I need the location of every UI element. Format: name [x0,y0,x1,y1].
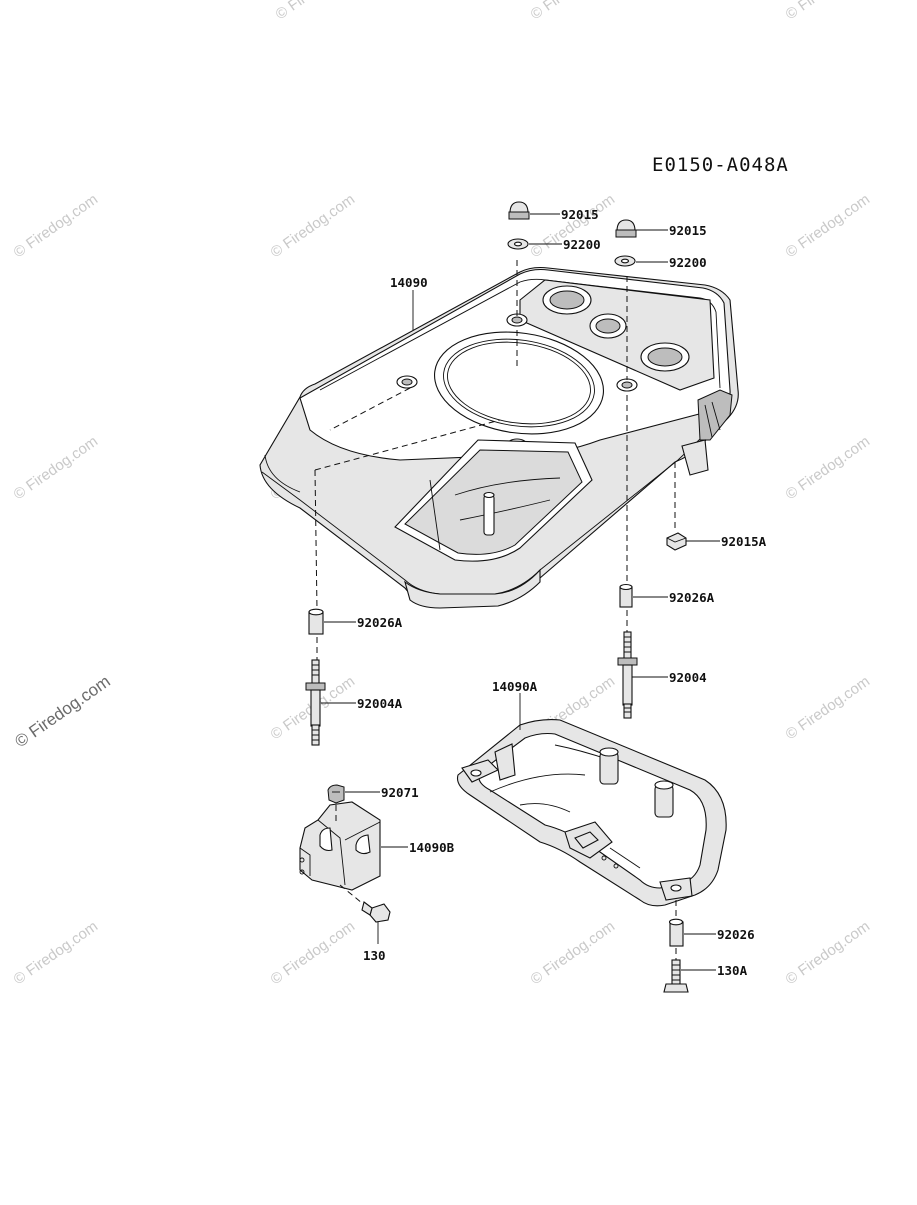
part-label: 14090 [390,275,428,290]
assembly-guide-lines [314,260,676,660]
part-label: 130A [717,963,748,978]
collar-92026a-right [619,583,633,608]
nut-92015a [666,532,687,551]
part-label: 14090A [492,679,538,694]
cooling-cover-14090 [259,266,739,609]
watermark: © Firedog.com [11,433,102,503]
part-label: 130 [363,948,386,963]
acorn-nut-92015-right [615,219,637,238]
part-label: 92004A [357,696,403,711]
bolt-130 [339,884,391,923]
washer-92200-left [507,238,529,250]
watermark: © Firedog.com [11,191,102,261]
watermark: © Firedog.com [268,191,359,261]
leader-lines [321,213,720,971]
watermark: © Firedog.com [268,918,359,988]
part-label: 92200 [669,255,707,270]
part-label: 92071 [381,785,419,800]
watermark: © Firedog.com [783,433,874,503]
stud-92004a [305,659,326,746]
part-label: 92200 [563,237,601,252]
watermark: © Firedog.com [783,918,874,988]
part-label: 92026A [357,615,403,630]
bracket-14090b [299,801,381,891]
diagram-code: E0150-A048A [652,154,789,176]
watermark: © Firedog.com [11,918,102,988]
part-label: 92026A [669,590,715,605]
watermark: © Firedog.com [783,673,874,743]
watermark: © Firedog.com [528,0,619,23]
stud-92004 [617,631,638,719]
clip-92071 [327,784,345,804]
part-label: 92015 [669,223,707,238]
part-label: 92015A [721,534,767,549]
watermark: © Firedog.com [783,191,874,261]
part-label: 92004 [669,670,707,685]
watermark: © Firedog.com [273,0,364,23]
part-label: 92026 [717,927,755,942]
part-label: 14090B [409,840,455,855]
collar-92026a-left [308,608,324,635]
watermark: © Firedog.com [783,0,874,23]
acorn-nut-92015-left [508,201,530,220]
bolt-130a [663,959,689,993]
watermark: © Firedog.com [528,918,619,988]
collar-92026 [668,918,684,947]
part-label: 92015 [561,207,599,222]
part-labels: 92015 92200 92015 92200 14090 92015A 920… [357,207,767,978]
washer-92200-right [614,255,636,267]
watermark-large: © Firedog.com [11,672,113,752]
cover-cylinder-opening [433,331,605,435]
base-pan-14090a [456,719,727,907]
